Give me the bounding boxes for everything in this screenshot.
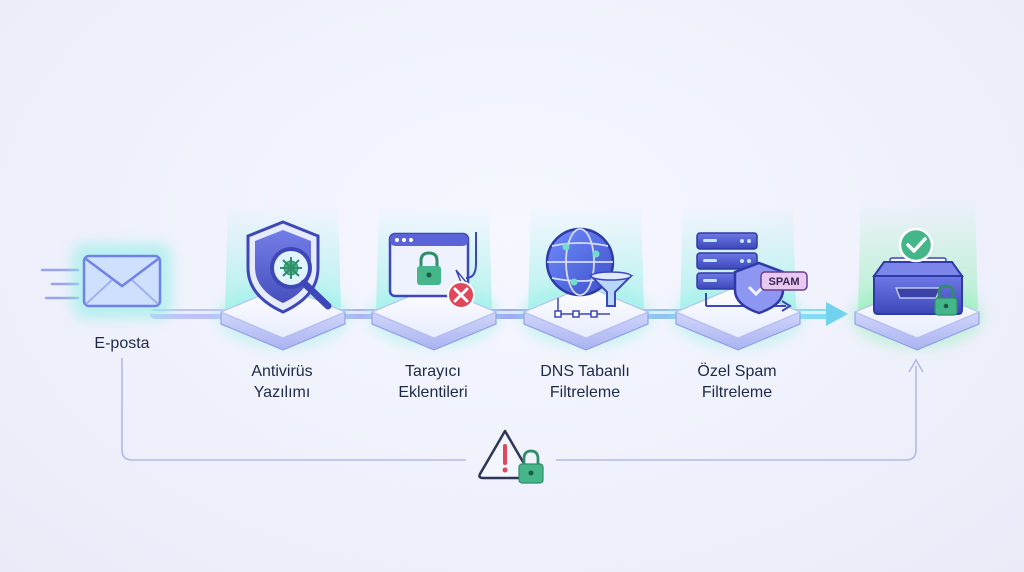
- step-spam-line1: Özel Spam: [697, 363, 777, 380]
- secure-inbox-icon: [872, 227, 964, 316]
- email-envelope-icon: [72, 243, 172, 319]
- warning-lock-icon: [478, 429, 544, 484]
- globe-funnel-icon: [545, 227, 634, 318]
- step-dns-line1: DNS Tabanlı: [540, 363, 630, 380]
- bypass-arrowhead: [908, 358, 924, 373]
- label-step-browser-extensions: Tarayıcı Eklentileri: [358, 361, 508, 403]
- label-email: E-posta: [47, 333, 197, 354]
- label-step-dns-filtering: DNS Tabanlı Filtreleme: [510, 361, 660, 403]
- step-antivirus-line1: Antivirüs: [251, 363, 313, 380]
- server-shield-spam-icon: SPAM: [696, 232, 808, 315]
- step-antivirus-line2: Yazılımı: [253, 384, 311, 401]
- step-browser-line2: Eklentileri: [398, 384, 468, 401]
- spam-tag-text: SPAM: [769, 276, 800, 288]
- email-label: E-posta: [94, 335, 150, 352]
- bypass-route: [121, 358, 917, 461]
- browser-lock-blocked-icon: [388, 232, 477, 309]
- label-step-antivirus: Antivirüs Yazılımı: [207, 361, 357, 403]
- label-step-custom-spam-filtering: Özel Spam Filtreleme: [662, 361, 812, 403]
- platform-dns-filtering: [520, 284, 652, 351]
- step-dns-line2: Filtreleme: [549, 384, 621, 401]
- step-browser-line1: Tarayıcı: [404, 363, 461, 380]
- platform-antivirus: [217, 284, 349, 351]
- step-spam-line2: Filtreleme: [701, 384, 773, 401]
- shield-virus-magnifier-icon: [246, 220, 332, 314]
